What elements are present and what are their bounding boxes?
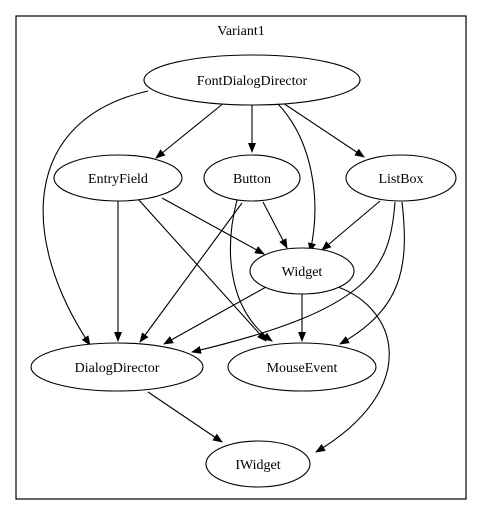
node-dd: DialogDirector — [30, 342, 204, 392]
node-mouse: MouseEvent — [227, 342, 377, 392]
edges — [42, 90, 405, 453]
cluster-frame — [15, 15, 467, 500]
node-button: Button — [203, 154, 301, 202]
node-listbox: ListBox — [345, 154, 457, 202]
node-widget: Widget — [249, 247, 355, 295]
edge-entry-widget — [161, 197, 265, 255]
edge-entry-mouse — [137, 198, 267, 342]
node-label: DialogDirector — [75, 361, 160, 376]
edge-button-dd — [139, 202, 243, 343]
node-entry: EntryField — [53, 154, 183, 202]
node-label: MouseEvent — [267, 361, 338, 376]
edge-fdd-dd — [42, 90, 149, 346]
edge-button-mouse — [229, 199, 273, 342]
edge-widget-iwidget — [315, 286, 390, 453]
edge-listbox-widget — [321, 200, 381, 251]
node-label: Button — [233, 172, 271, 187]
node-fdd: FontDialogDirector — [143, 54, 361, 106]
node-label: ListBox — [378, 172, 423, 187]
edge-fdd-listbox — [279, 100, 365, 158]
edge-listbox-dd — [191, 201, 396, 354]
edge-dd-iwidget — [147, 391, 223, 443]
node-iwidget: IWidget — [205, 440, 311, 488]
edge-fdd-widget — [277, 103, 316, 253]
edge-fdd-entry — [155, 101, 226, 159]
node-label: IWidget — [235, 458, 280, 473]
node-label: Widget — [282, 265, 323, 280]
node-label: FontDialogDirector — [197, 74, 308, 89]
edge-widget-dd — [163, 286, 267, 345]
cluster-title: Variant1 — [217, 24, 264, 39]
edge-button-widget — [262, 201, 288, 249]
edge-listbox-mouse — [339, 201, 405, 345]
node-label: EntryField — [88, 172, 148, 187]
